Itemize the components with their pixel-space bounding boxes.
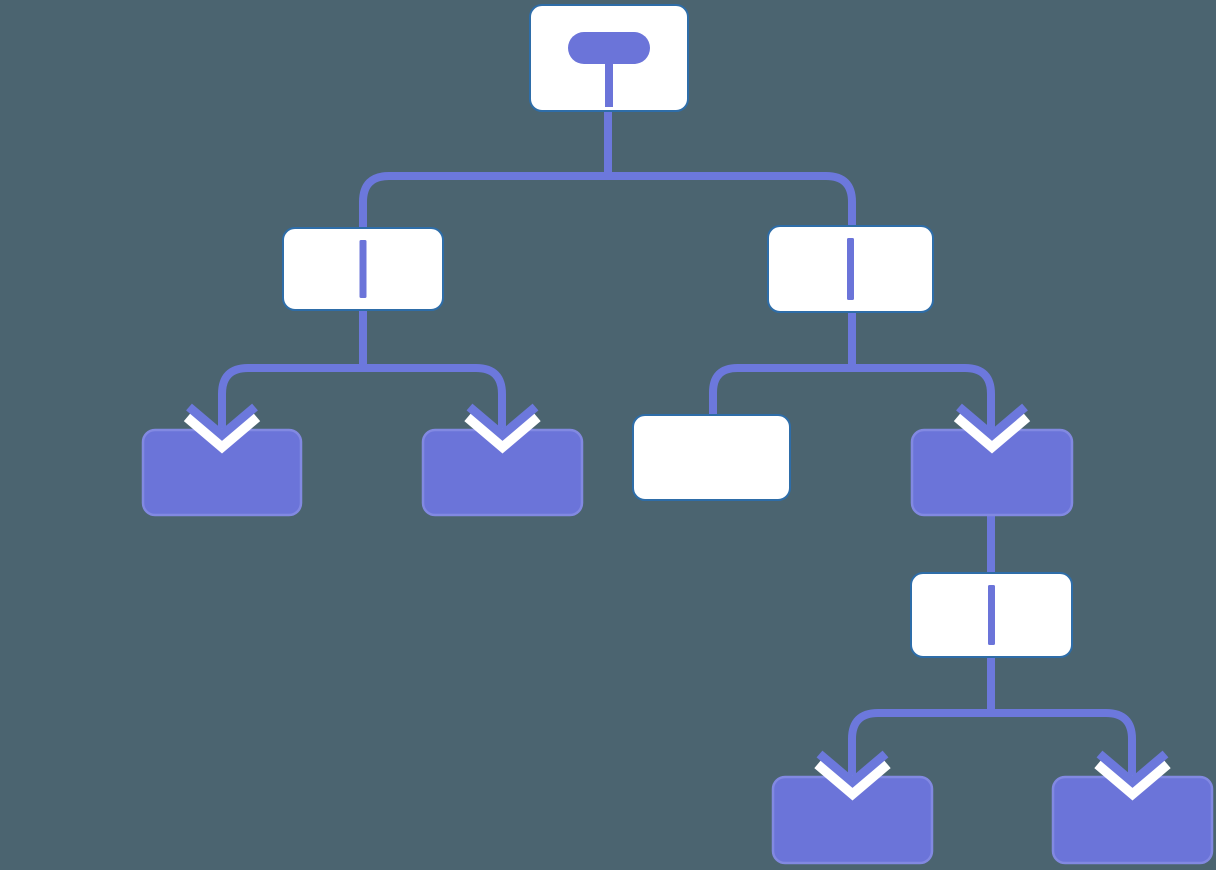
root-pill-stem: [605, 62, 613, 107]
root-pill-icon: [568, 32, 650, 64]
edge-rail-bottom: [848, 709, 1136, 781]
arrowhead-casing: [1094, 755, 1171, 801]
arrowhead-chevron-icon: [816, 750, 889, 788]
edge-rail-level-1: [359, 172, 856, 230]
arrowhead-casing: [953, 408, 1031, 454]
arrowhead-casing: [464, 408, 541, 454]
node-node-plain[interactable]: [632, 414, 791, 501]
arrowhead-casing: [814, 755, 891, 801]
arrowhead-chevron-icon: [956, 403, 1028, 441]
divider-bar-glyph: [847, 238, 854, 300]
edge-rail-left: [218, 364, 506, 434]
divider-bar-glyph: [359, 240, 367, 298]
edge-rail-right: [709, 364, 995, 434]
arrowhead-chevron-icon: [1096, 750, 1169, 788]
divider-bar-glyph: [988, 585, 995, 645]
arrowhead-chevron-icon: [466, 403, 539, 441]
arrowhead-chevron-icon: [186, 403, 258, 441]
arrowhead-casing: [183, 408, 261, 454]
